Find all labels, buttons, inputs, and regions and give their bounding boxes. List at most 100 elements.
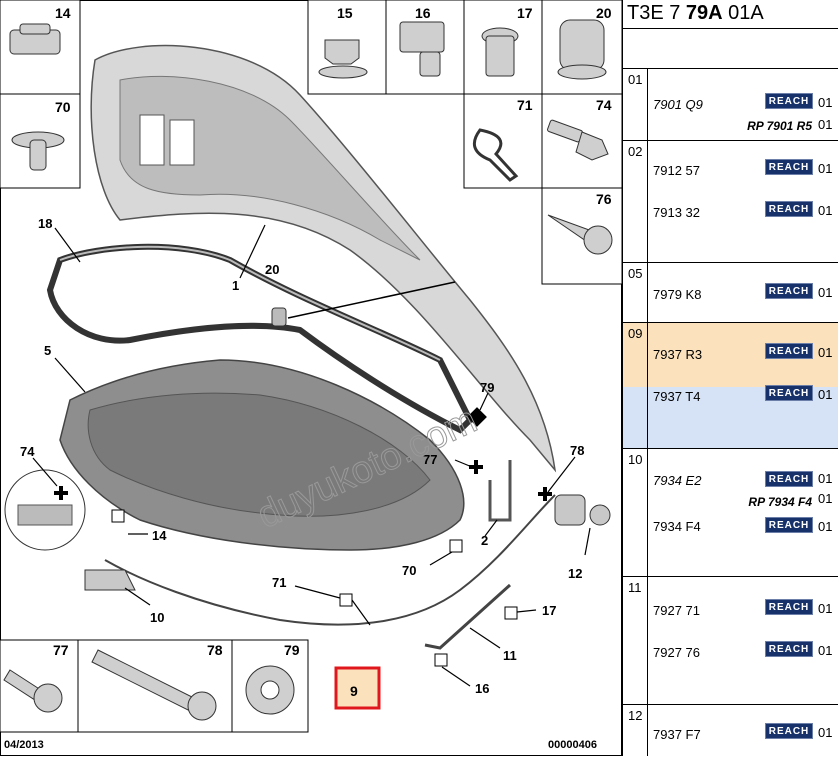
reach-badge: REACH <box>765 723 813 739</box>
inset-label: 74 <box>596 97 612 113</box>
reach-badge: REACH <box>765 385 813 401</box>
quantity: 01 <box>818 643 833 658</box>
grommet-icon <box>559 19 605 71</box>
reference-title: T3E 7 79A 01A <box>627 2 764 24</box>
quantity: 01 <box>818 161 833 176</box>
callout-label: 10 <box>150 610 164 625</box>
callout-label: 17 <box>542 603 556 618</box>
insulation-pad <box>59 359 465 551</box>
part-row-selected[interactable]: 7937 R3 REACH 01 <box>623 337 838 377</box>
callout-label: 16 <box>475 681 489 696</box>
part-row[interactable]: 7913 32 REACH 01 <box>623 197 838 237</box>
reach-badge: REACH <box>765 283 813 299</box>
quantity: 01 <box>818 601 833 616</box>
callout-label: 79 <box>480 380 494 395</box>
callout-label: 71 <box>272 575 286 590</box>
marker-square <box>467 407 487 427</box>
retainer-icon <box>399 21 445 53</box>
header-divider <box>623 28 838 29</box>
inset-label: 77 <box>53 642 69 658</box>
quantity: 01 <box>818 387 833 402</box>
reach-badge: REACH <box>765 641 813 657</box>
callout-label: 9 <box>350 683 358 699</box>
part-row[interactable]: 7979 K8 REACH 01 <box>623 277 838 317</box>
inset-label: 79 <box>284 642 300 658</box>
callout-label: 74 <box>20 444 35 459</box>
quantity: 01 <box>818 203 833 218</box>
group-05: 05 7979 K8 REACH 01 <box>623 262 838 322</box>
part-row[interactable]: 7937 F7 REACH 01 <box>623 717 838 757</box>
reach-badge: REACH <box>765 343 813 359</box>
inset-label: 17 <box>517 5 533 21</box>
part-code: 7937 F7 <box>653 727 701 742</box>
quantity: 01 <box>818 117 833 132</box>
part-row[interactable]: 7927 71 REACH 01 <box>623 595 838 635</box>
highlighted-callout[interactable] <box>334 666 381 710</box>
part-code: 7927 76 <box>653 645 700 660</box>
doc-number: 00000406 <box>548 739 597 751</box>
inset-label: 14 <box>55 5 71 21</box>
part-row[interactable]: 7912 57 REACH 01 <box>623 155 838 195</box>
reach-badge: REACH <box>765 599 813 615</box>
callout-label: 5 <box>44 343 51 358</box>
group-number: 11 <box>628 580 642 595</box>
part-row[interactable]: 7937 T4 REACH 01 <box>623 379 838 419</box>
group-11: 11 7927 71 REACH 01 7927 76 REACH 01 <box>623 576 838 704</box>
quantity: 01 <box>818 491 833 506</box>
inset-label: 76 <box>596 191 612 207</box>
release-cable <box>104 494 556 626</box>
part-code: 7901 Q9 <box>653 97 703 112</box>
date-label: 04/2013 <box>4 739 44 751</box>
group-number: 09 <box>628 326 643 341</box>
grommet-small <box>271 307 287 327</box>
quantity: 01 <box>818 285 833 300</box>
group-02: 02 7912 57 REACH 01 7913 32 REACH 01 <box>623 140 838 262</box>
reach-badge: REACH <box>765 93 813 109</box>
inset-label: 71 <box>517 97 533 113</box>
inset-label: 16 <box>415 5 431 21</box>
quantity: 01 <box>818 725 833 740</box>
replacement-code: RP 7901 R5 <box>747 119 812 133</box>
quantity: 01 <box>818 345 833 360</box>
callout-label: 14 <box>152 528 167 543</box>
callout-label: 77 <box>423 452 437 467</box>
replacement-code: RP 7934 F4 <box>748 495 812 509</box>
release-handle <box>84 569 136 591</box>
reach-badge: REACH <box>765 471 813 487</box>
inset-label: 20 <box>596 5 612 21</box>
inset-label: 70 <box>55 99 71 115</box>
reach-badge: REACH <box>765 159 813 175</box>
inset-label: 78 <box>207 642 223 658</box>
quantity: 01 <box>818 95 833 110</box>
reach-badge: REACH <box>765 517 813 533</box>
part-row[interactable]: 7934 E2 REACH 01 RP 7934 F4 01 <box>623 469 838 509</box>
parts-list-panel: T3E 7 79A 01A 01 7901 Q9 REACH 01 RP 790… <box>622 0 838 756</box>
callout-label: 78 <box>570 443 584 458</box>
part-code: 7937 T4 <box>653 389 701 404</box>
striker <box>488 460 512 522</box>
part-row[interactable]: 7934 F4 REACH 01 <box>623 515 838 555</box>
callout-label: 12 <box>568 566 582 581</box>
group-number: 02 <box>628 144 643 159</box>
group-01: 01 7901 Q9 REACH 01 RP 7901 R5 01 <box>623 68 838 140</box>
callout-label: 1 <box>232 278 239 293</box>
part-code: 7912 57 <box>653 163 700 178</box>
exploded-parts-diagram: 14 70 15 16 17 20 71 74 76 <box>0 0 623 756</box>
part-row[interactable]: 7901 Q9 REACH 01 RP 7901 R5 01 <box>623 89 838 133</box>
part-row[interactable]: 7927 76 REACH 01 <box>623 637 838 677</box>
group-09: 09 7937 R3 REACH 01 7937 T4 REACH 01 <box>623 322 838 449</box>
callout-label: 18 <box>38 216 52 231</box>
latch <box>554 494 611 526</box>
cable-tie-icon <box>472 128 519 182</box>
part-code: 7979 K8 <box>653 287 702 302</box>
callout-label: 2 <box>481 533 488 548</box>
group-number: 05 <box>628 266 643 281</box>
group-number: 01 <box>628 72 643 87</box>
hood-panel <box>90 44 557 473</box>
callout-label: 70 <box>402 563 416 578</box>
group-10: 10 7934 E2 REACH 01 RP 7934 F4 01 7934 F… <box>623 448 838 576</box>
callout-label: 20 <box>265 262 279 277</box>
inset-label: 15 <box>337 5 353 21</box>
part-code: 7913 32 <box>653 205 700 220</box>
part-code: 7934 E2 <box>653 473 702 488</box>
